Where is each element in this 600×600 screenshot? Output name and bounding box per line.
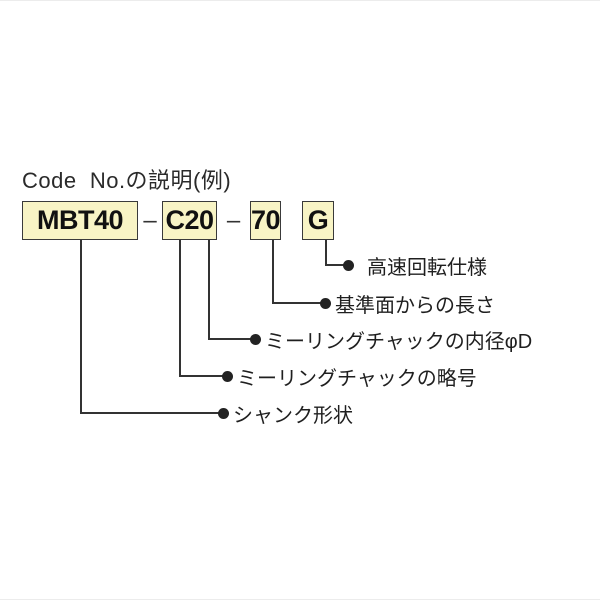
connector-line-70 [272, 240, 325, 304]
legend-item-length-from-datum: 基準面からの長さ [320, 291, 495, 317]
bullet-icon [250, 333, 261, 345]
connector-line-mbt40 [80, 240, 223, 414]
legend-item-chuck-inner-diameter: ミーリングチャックの内径φD [250, 327, 533, 353]
bullet-icon [343, 259, 354, 271]
code-box-70: 70 [250, 201, 281, 240]
dash-separator: – [143, 206, 157, 234]
legend-label: 基準面からの長さ [335, 294, 495, 317]
code-box-mbt40: MBT40 [22, 201, 138, 240]
legend-label: ミーリングチャックの内径φD [265, 330, 533, 353]
legend-label: 高速回転仕様 [367, 256, 487, 279]
connector-line-g [325, 240, 348, 266]
code-box-g: G [302, 201, 334, 240]
bullet-icon [222, 370, 233, 382]
dash-separator: – [226, 206, 241, 234]
legend-item-shank-shape: シャンク形状 [218, 401, 353, 427]
code-box-c20: C20 [162, 201, 217, 240]
connector-line-c20-symbol [179, 240, 227, 377]
legend-item-chuck-symbol: ミーリングチャックの略号 [222, 364, 477, 390]
connector-line-c20-diameter [208, 240, 255, 340]
legend-label: ミーリングチャックの略号 [237, 367, 477, 390]
legend-item-high-speed: 高速回転仕様 [343, 253, 487, 279]
diagram-title: Code No.の説明(例) [22, 168, 232, 193]
legend-label: シャンク形状 [233, 404, 353, 427]
bullet-icon [320, 297, 331, 309]
bullet-icon [218, 407, 229, 419]
